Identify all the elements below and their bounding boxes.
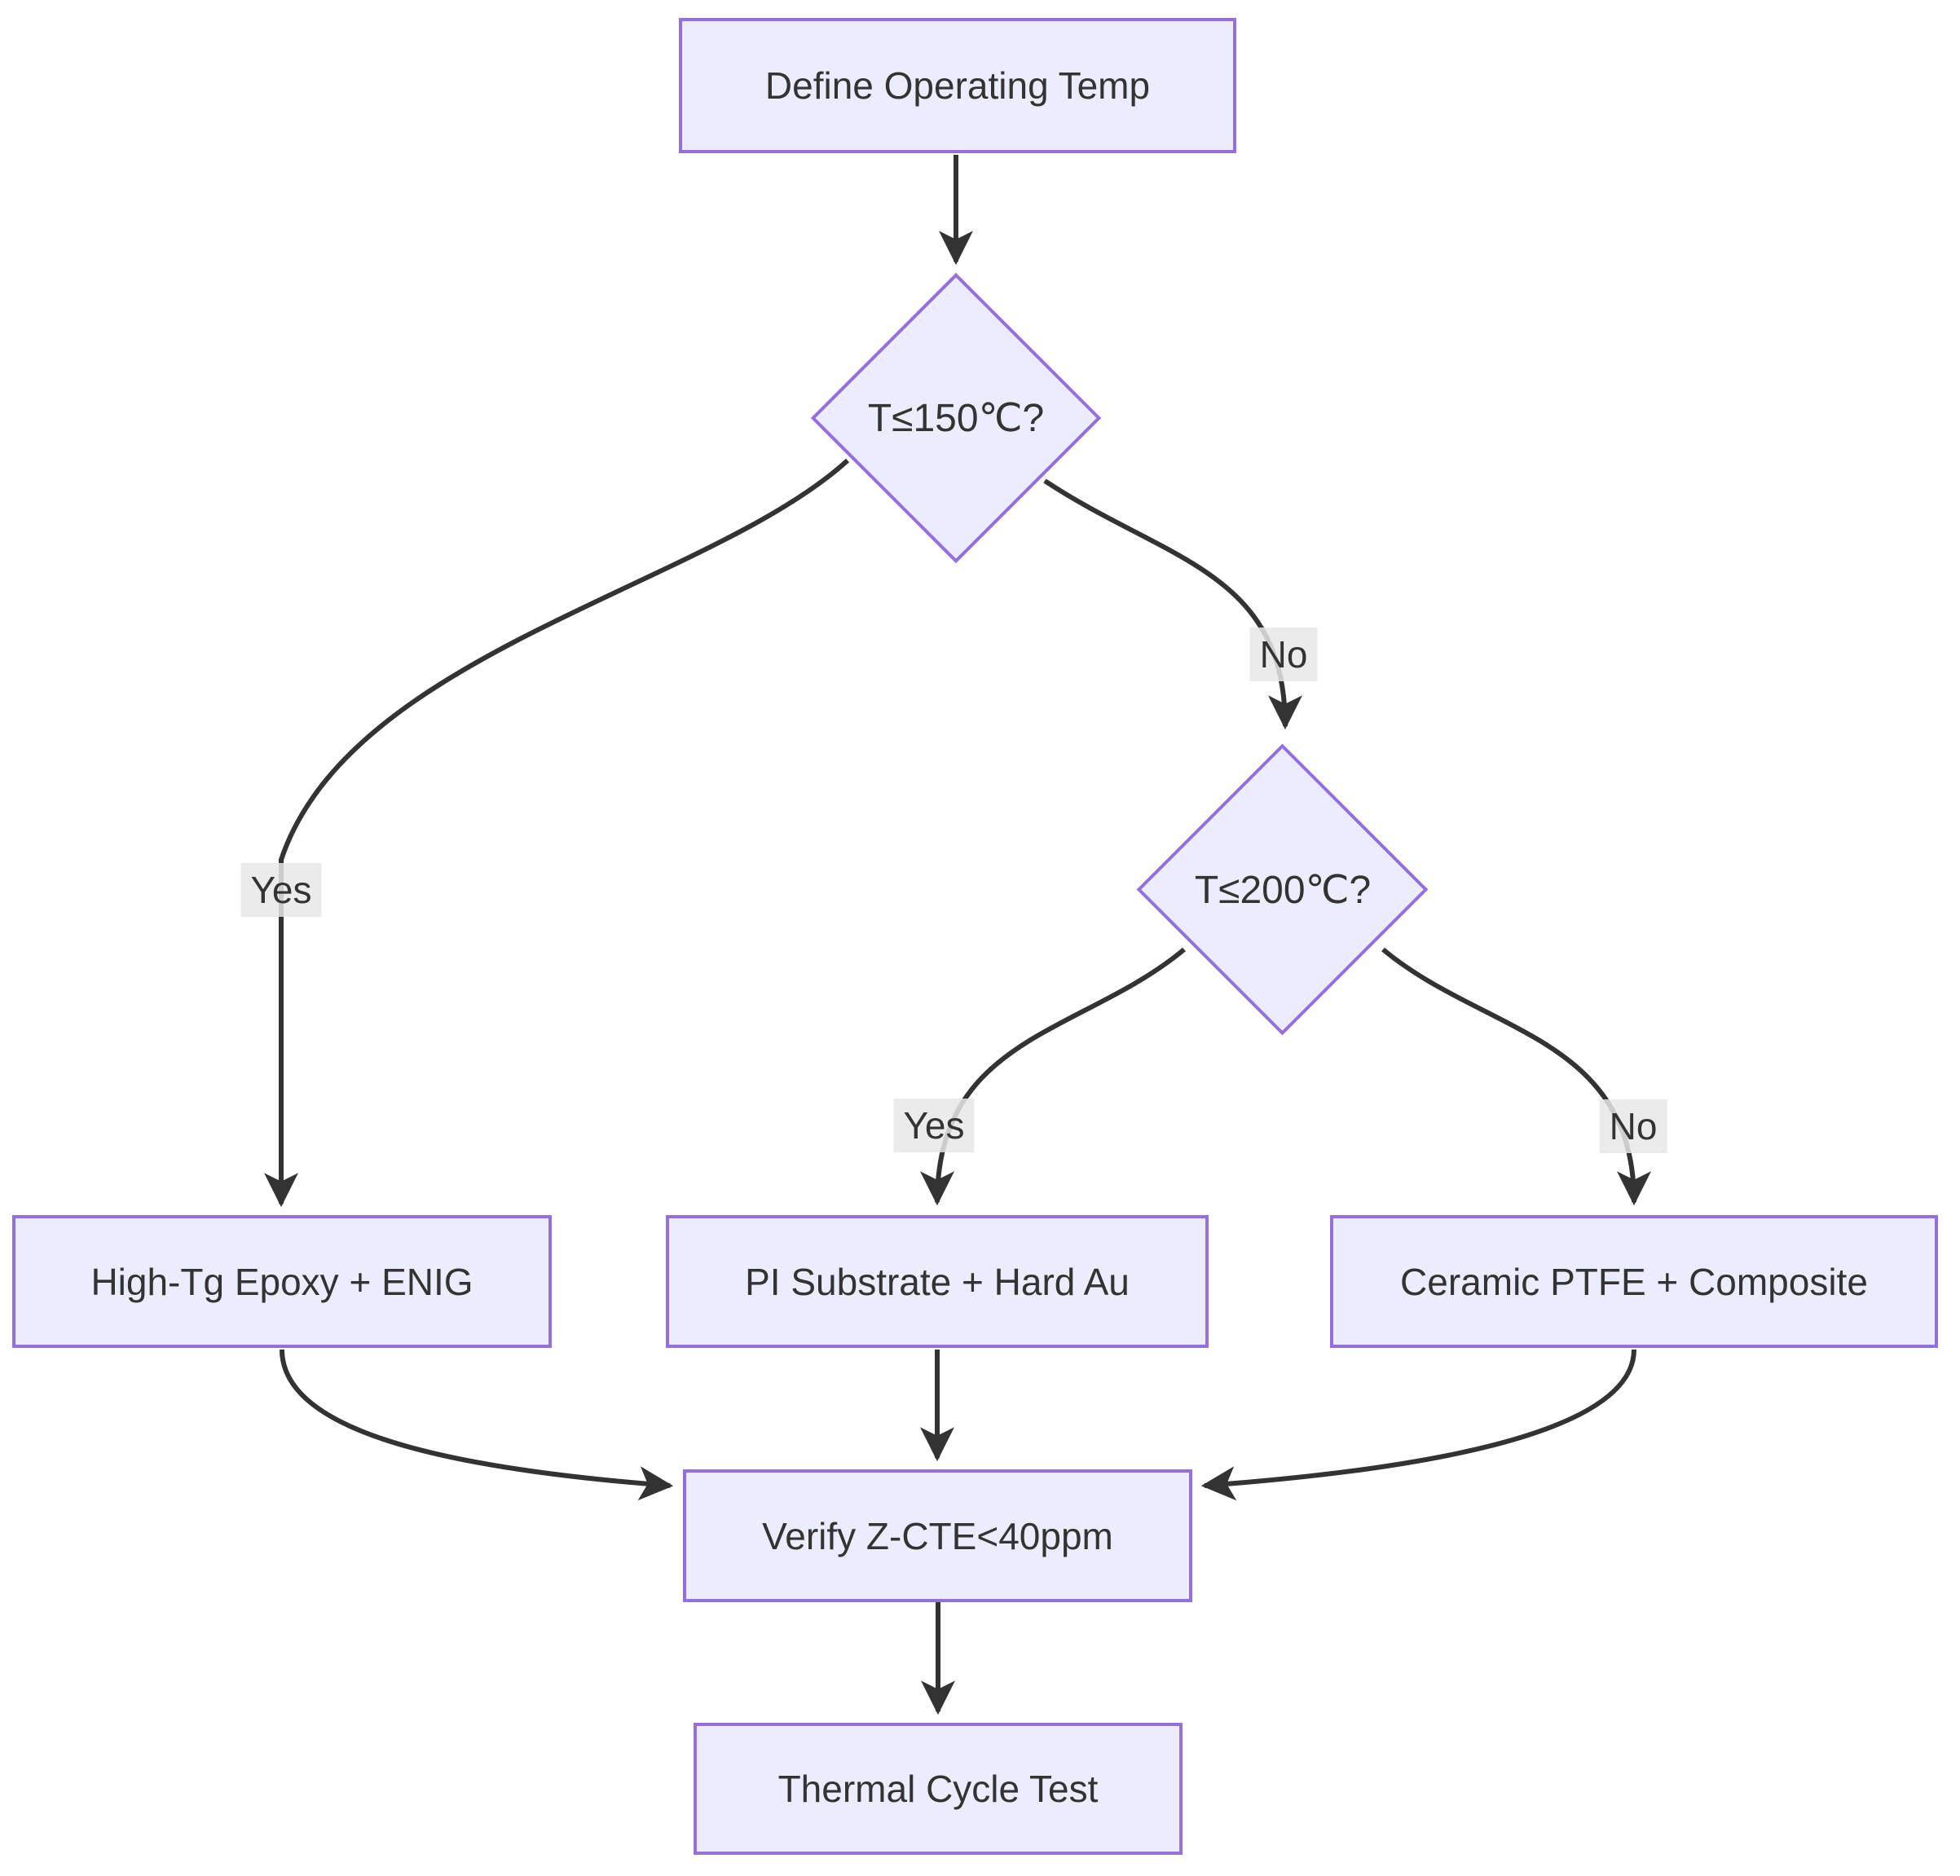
edge-label-t150-no: No [1249,628,1318,681]
decision-node-t200-label: T≤200℃? [1194,869,1372,912]
start-node: Define Operating Temp [679,18,1236,153]
edge-t200-yes-to-pi [920,947,1186,1206]
edge-epoxy-to-verify [280,1349,674,1501]
edge-ceramic-to-verify [1200,1349,1636,1501]
edge-t150-yes-to-epoxy [264,458,850,1208]
verify-node: Verify Z-CTE<40ppm [683,1469,1192,1602]
verify-node-label: Verify Z-CTE<40ppm [762,1514,1113,1557]
edge-t200-no-to-ceramic [1381,947,1651,1206]
edge-label-t200-yes: Yes [893,1099,975,1152]
decision-node-t150-label: T≤150℃? [867,397,1045,440]
start-node-label: Define Operating Temp [764,64,1151,107]
decision-node-t150: T≤150℃? [785,395,1127,441]
edge-t150-no-to-t200 [1043,478,1302,730]
test-node: Thermal Cycle Test [694,1723,1183,1855]
test-node-label: Thermal Cycle Test [777,1768,1099,1810]
result-node-high-tg-epoxy: High-Tg Epoxy + ENIG [12,1215,552,1348]
decision-node-t200: T≤200℃? [1112,867,1454,913]
edge-label-t200-no: No [1599,1099,1667,1153]
result-node-pi-substrate-label: PI Substrate + Hard Au [745,1260,1130,1303]
result-node-high-tg-epoxy-label: High-Tg Epoxy + ENIG [90,1260,473,1303]
result-node-pi-substrate: PI Substrate + Hard Au [666,1215,1209,1348]
result-node-ceramic-ptfe: Ceramic PTFE + Composite [1330,1215,1938,1348]
result-node-ceramic-ptfe-label: Ceramic PTFE + Composite [1400,1260,1868,1303]
edge-label-t150-yes: Yes [240,863,322,917]
